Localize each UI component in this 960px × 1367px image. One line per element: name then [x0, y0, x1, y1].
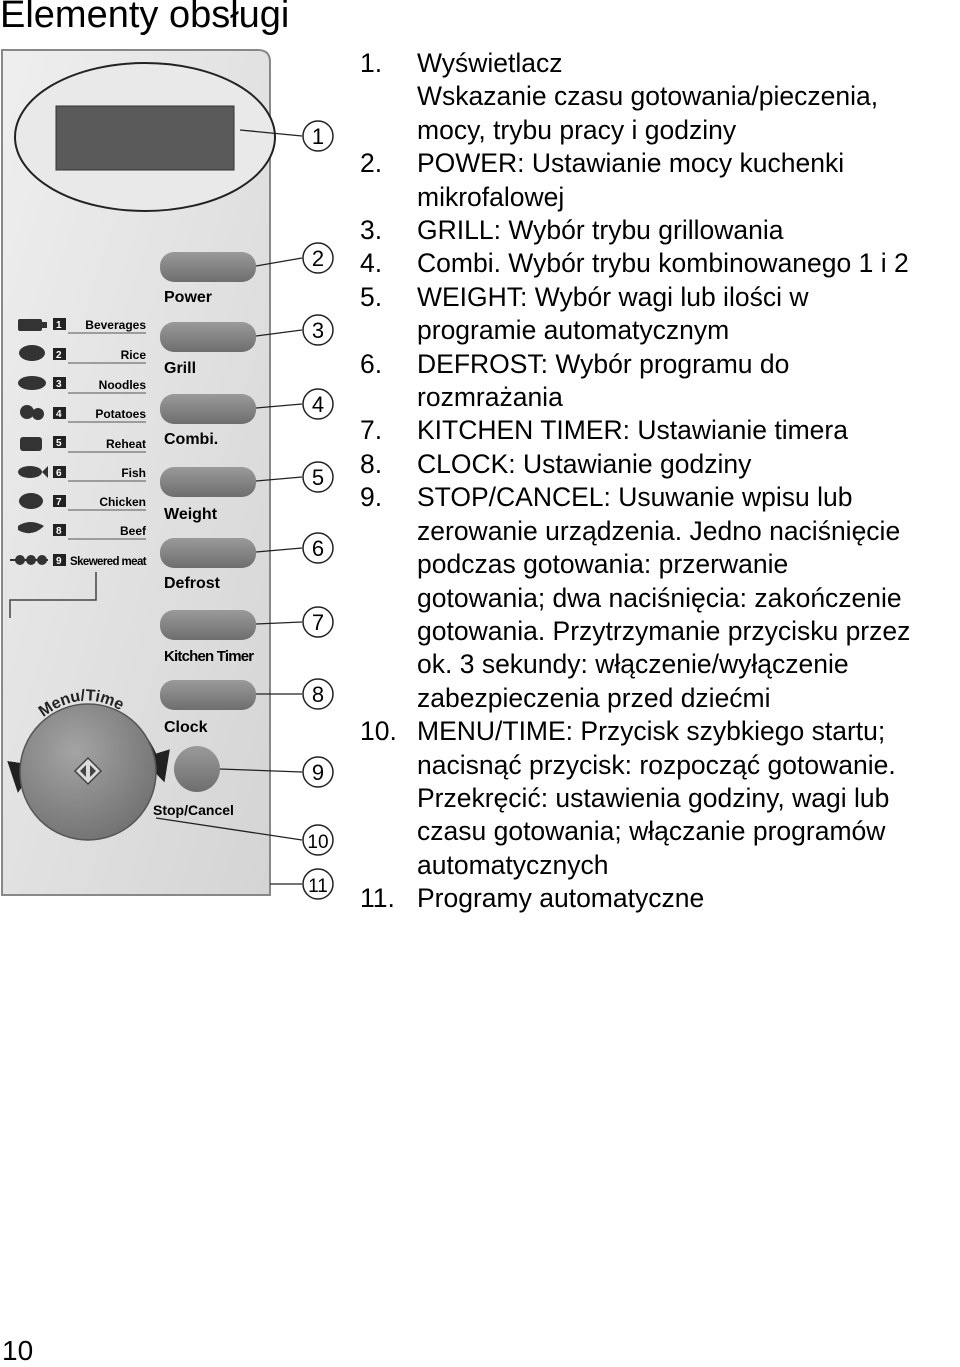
svg-text:6: 6 [312, 536, 324, 561]
description-item-4: 4.Combi. Wybór trybu kombinowanego 1 i 2 [360, 248, 909, 279]
control-panel-diagram: Power Grill Combi. Weight Defrost Kitche… [1, 49, 334, 900]
page-number: 10 [2, 1335, 34, 1366]
kitchen-timer-button[interactable] [160, 610, 256, 640]
fish-icon [18, 466, 48, 478]
callout-2: 2 [255, 242, 334, 274]
description-item-2: 2.POWER: Ustawianie mocy kuchenki mikrof… [360, 148, 845, 212]
weight-button[interactable] [160, 467, 256, 497]
program-label: Beverages [85, 318, 146, 332]
start-icon [73, 756, 103, 786]
callout-11: 11 [270, 868, 334, 900]
controls-description-list: 1.Wyświetlacz Wskazanie czasu gotowania/… [360, 47, 960, 916]
grill-button[interactable] [160, 322, 256, 352]
program-reheat: 5 Reheat [20, 436, 146, 453]
description-item-10: 10.MENU/TIME: Przycisk szybkiego startu;… [360, 716, 896, 880]
page-title: Elementy obsługi [0, 0, 290, 36]
svg-text:7: 7 [56, 497, 62, 508]
program-fish: 6 Fish [18, 466, 146, 482]
stop-cancel-button[interactable] [174, 746, 220, 792]
program-chicken: 7 Chicken [19, 493, 146, 511]
description-item-7: 7.KITCHEN TIMER: Ustawianie timera [360, 415, 848, 446]
svg-text:3: 3 [56, 379, 62, 390]
program-beef: 8 Beef [18, 522, 147, 540]
callout-5: 5 [255, 461, 334, 493]
description-item-3: 3.GRILL: Wybór trybu grillowania [360, 215, 784, 246]
clock-button[interactable] [160, 680, 256, 710]
description-item-6: 6.DEFROST: Wybór programu do rozmrażania [360, 348, 790, 413]
program-label: Chicken [99, 495, 146, 509]
combi-button-label: Combi. [164, 431, 218, 448]
reheat-icon [20, 437, 42, 451]
beverages-icon [18, 319, 47, 331]
program-label: Beef [120, 524, 147, 538]
chicken-icon [19, 493, 43, 509]
auto-programs-list: 1 Beverages 2 Rice 3 Noodles 4 Potatoes [9, 318, 147, 618]
power-button[interactable] [160, 252, 256, 282]
callout-3: 3 [255, 314, 334, 346]
callouts: 1 2 3 4 5 6 7 [155, 120, 334, 900]
description-item-5: 5.WEIGHT: Wybór wagi lub ilości w progra… [360, 281, 809, 346]
potatoes-icon [20, 405, 44, 420]
svg-text:2: 2 [312, 246, 324, 271]
svg-text:3: 3 [312, 318, 324, 343]
svg-text:8: 8 [312, 682, 324, 707]
svg-text:4: 4 [312, 392, 324, 417]
callout-7: 7 [255, 606, 334, 638]
svg-text:11: 11 [308, 876, 328, 897]
program-skewered-meat: 9 Skewered meat [10, 554, 147, 568]
program-label: Reheat [106, 437, 146, 451]
svg-text:7: 7 [312, 610, 324, 635]
grill-button-label: Grill [164, 360, 196, 377]
svg-text:1: 1 [312, 124, 324, 149]
beef-icon [18, 522, 44, 534]
program-label: Fish [121, 466, 146, 480]
program-rice: 2 Rice [19, 345, 147, 364]
description-item-9: 9.STOP/CANCEL: Usuwanie wpisu lub zerowa… [360, 482, 911, 713]
callout-6: 6 [255, 532, 334, 564]
svg-text:4: 4 [56, 409, 62, 420]
svg-text:1: 1 [56, 320, 62, 331]
svg-text:10: 10 [307, 832, 328, 853]
rice-icon [19, 345, 45, 361]
program-noodles: 3 Noodles [18, 376, 147, 394]
defrost-button-label: Defrost [164, 575, 221, 592]
svg-text:5: 5 [312, 465, 324, 490]
svg-text:6: 6 [56, 468, 62, 479]
callout-10: 10 [155, 817, 334, 856]
description-item-8: 8.CLOCK: Ustawianie godziny [360, 448, 752, 479]
clock-button-label: Clock [164, 719, 208, 736]
noodles-icon [18, 376, 46, 390]
program-label: Skewered meat [70, 556, 147, 568]
weight-button-label: Weight [164, 506, 218, 523]
defrost-button[interactable] [160, 538, 256, 568]
program-label: Potatoes [95, 407, 146, 421]
svg-text:2: 2 [56, 350, 62, 361]
callout-1: 1 [239, 120, 334, 152]
power-button-label: Power [164, 289, 212, 306]
callout-9: 9 [219, 756, 334, 788]
svg-text:5: 5 [56, 438, 62, 449]
svg-text:9: 9 [312, 760, 324, 785]
svg-text:9: 9 [56, 556, 62, 567]
program-beverages: 1 Beverages [18, 318, 146, 334]
stop-cancel-label: Stop/Cancel [153, 802, 234, 818]
combi-button[interactable] [160, 394, 256, 424]
display-screen [55, 105, 235, 171]
callout-4: 4 [255, 388, 334, 420]
svg-text:8: 8 [56, 526, 62, 537]
callout-8: 8 [256, 678, 334, 710]
program-label: Noodles [99, 378, 147, 392]
skewered-meat-icon [10, 555, 48, 565]
programs-bracket [9, 572, 97, 618]
description-item-1: 1.Wyświetlacz Wskazanie czasu gotowania/… [360, 48, 879, 145]
program-potatoes: 4 Potatoes [20, 405, 146, 423]
program-label: Rice [121, 348, 147, 362]
description-item-11: 11.Programy automatyczne [360, 883, 705, 914]
kitchen-timer-button-label: Kitchen Timer [164, 648, 254, 665]
